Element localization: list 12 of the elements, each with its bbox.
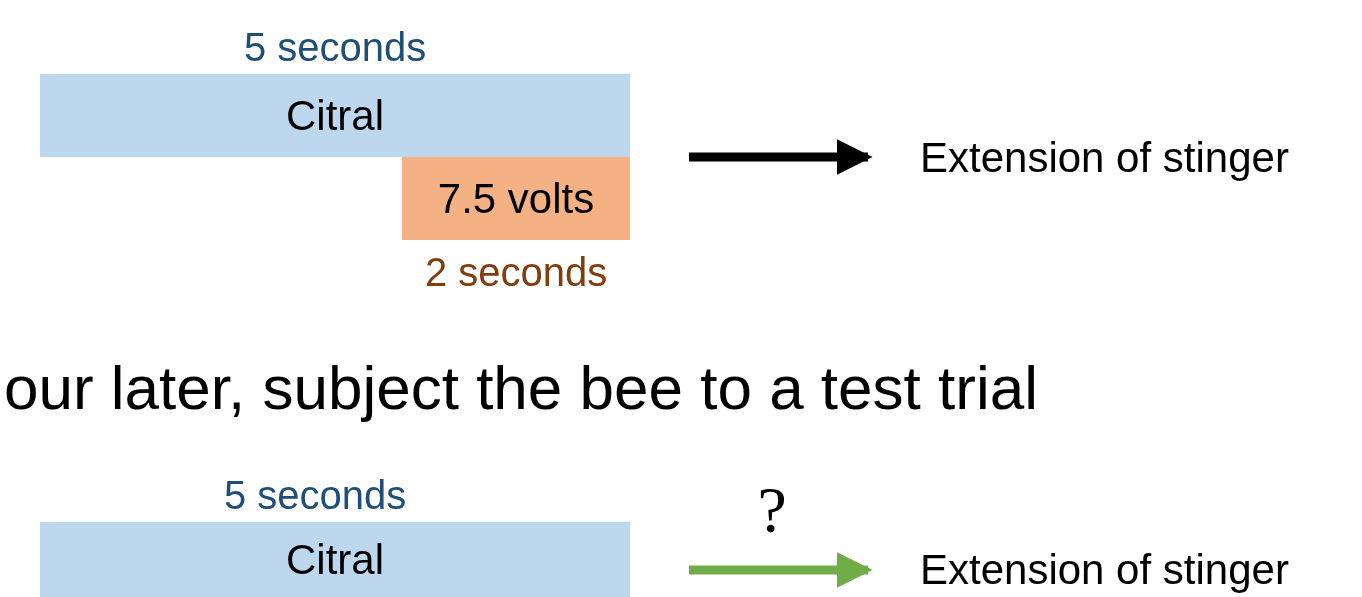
stimulus-bar: Citral	[40, 74, 630, 157]
duration-label: 5 seconds	[244, 24, 427, 70]
response-text: Extension of stinger	[920, 543, 1360, 597]
duration-label: 5 seconds	[224, 472, 407, 518]
duration-label: 2 seconds	[425, 249, 608, 295]
arrow	[689, 552, 873, 588]
arrow	[689, 139, 873, 175]
edge-label: ?	[757, 472, 787, 548]
stimulus-bar: 7.5 volts	[402, 157, 630, 240]
heading: our later, subject the bee to a test trial	[4, 352, 1038, 423]
stimulus-bar: Citral	[40, 522, 630, 597]
response-text: Extension of stinger	[920, 130, 1360, 186]
